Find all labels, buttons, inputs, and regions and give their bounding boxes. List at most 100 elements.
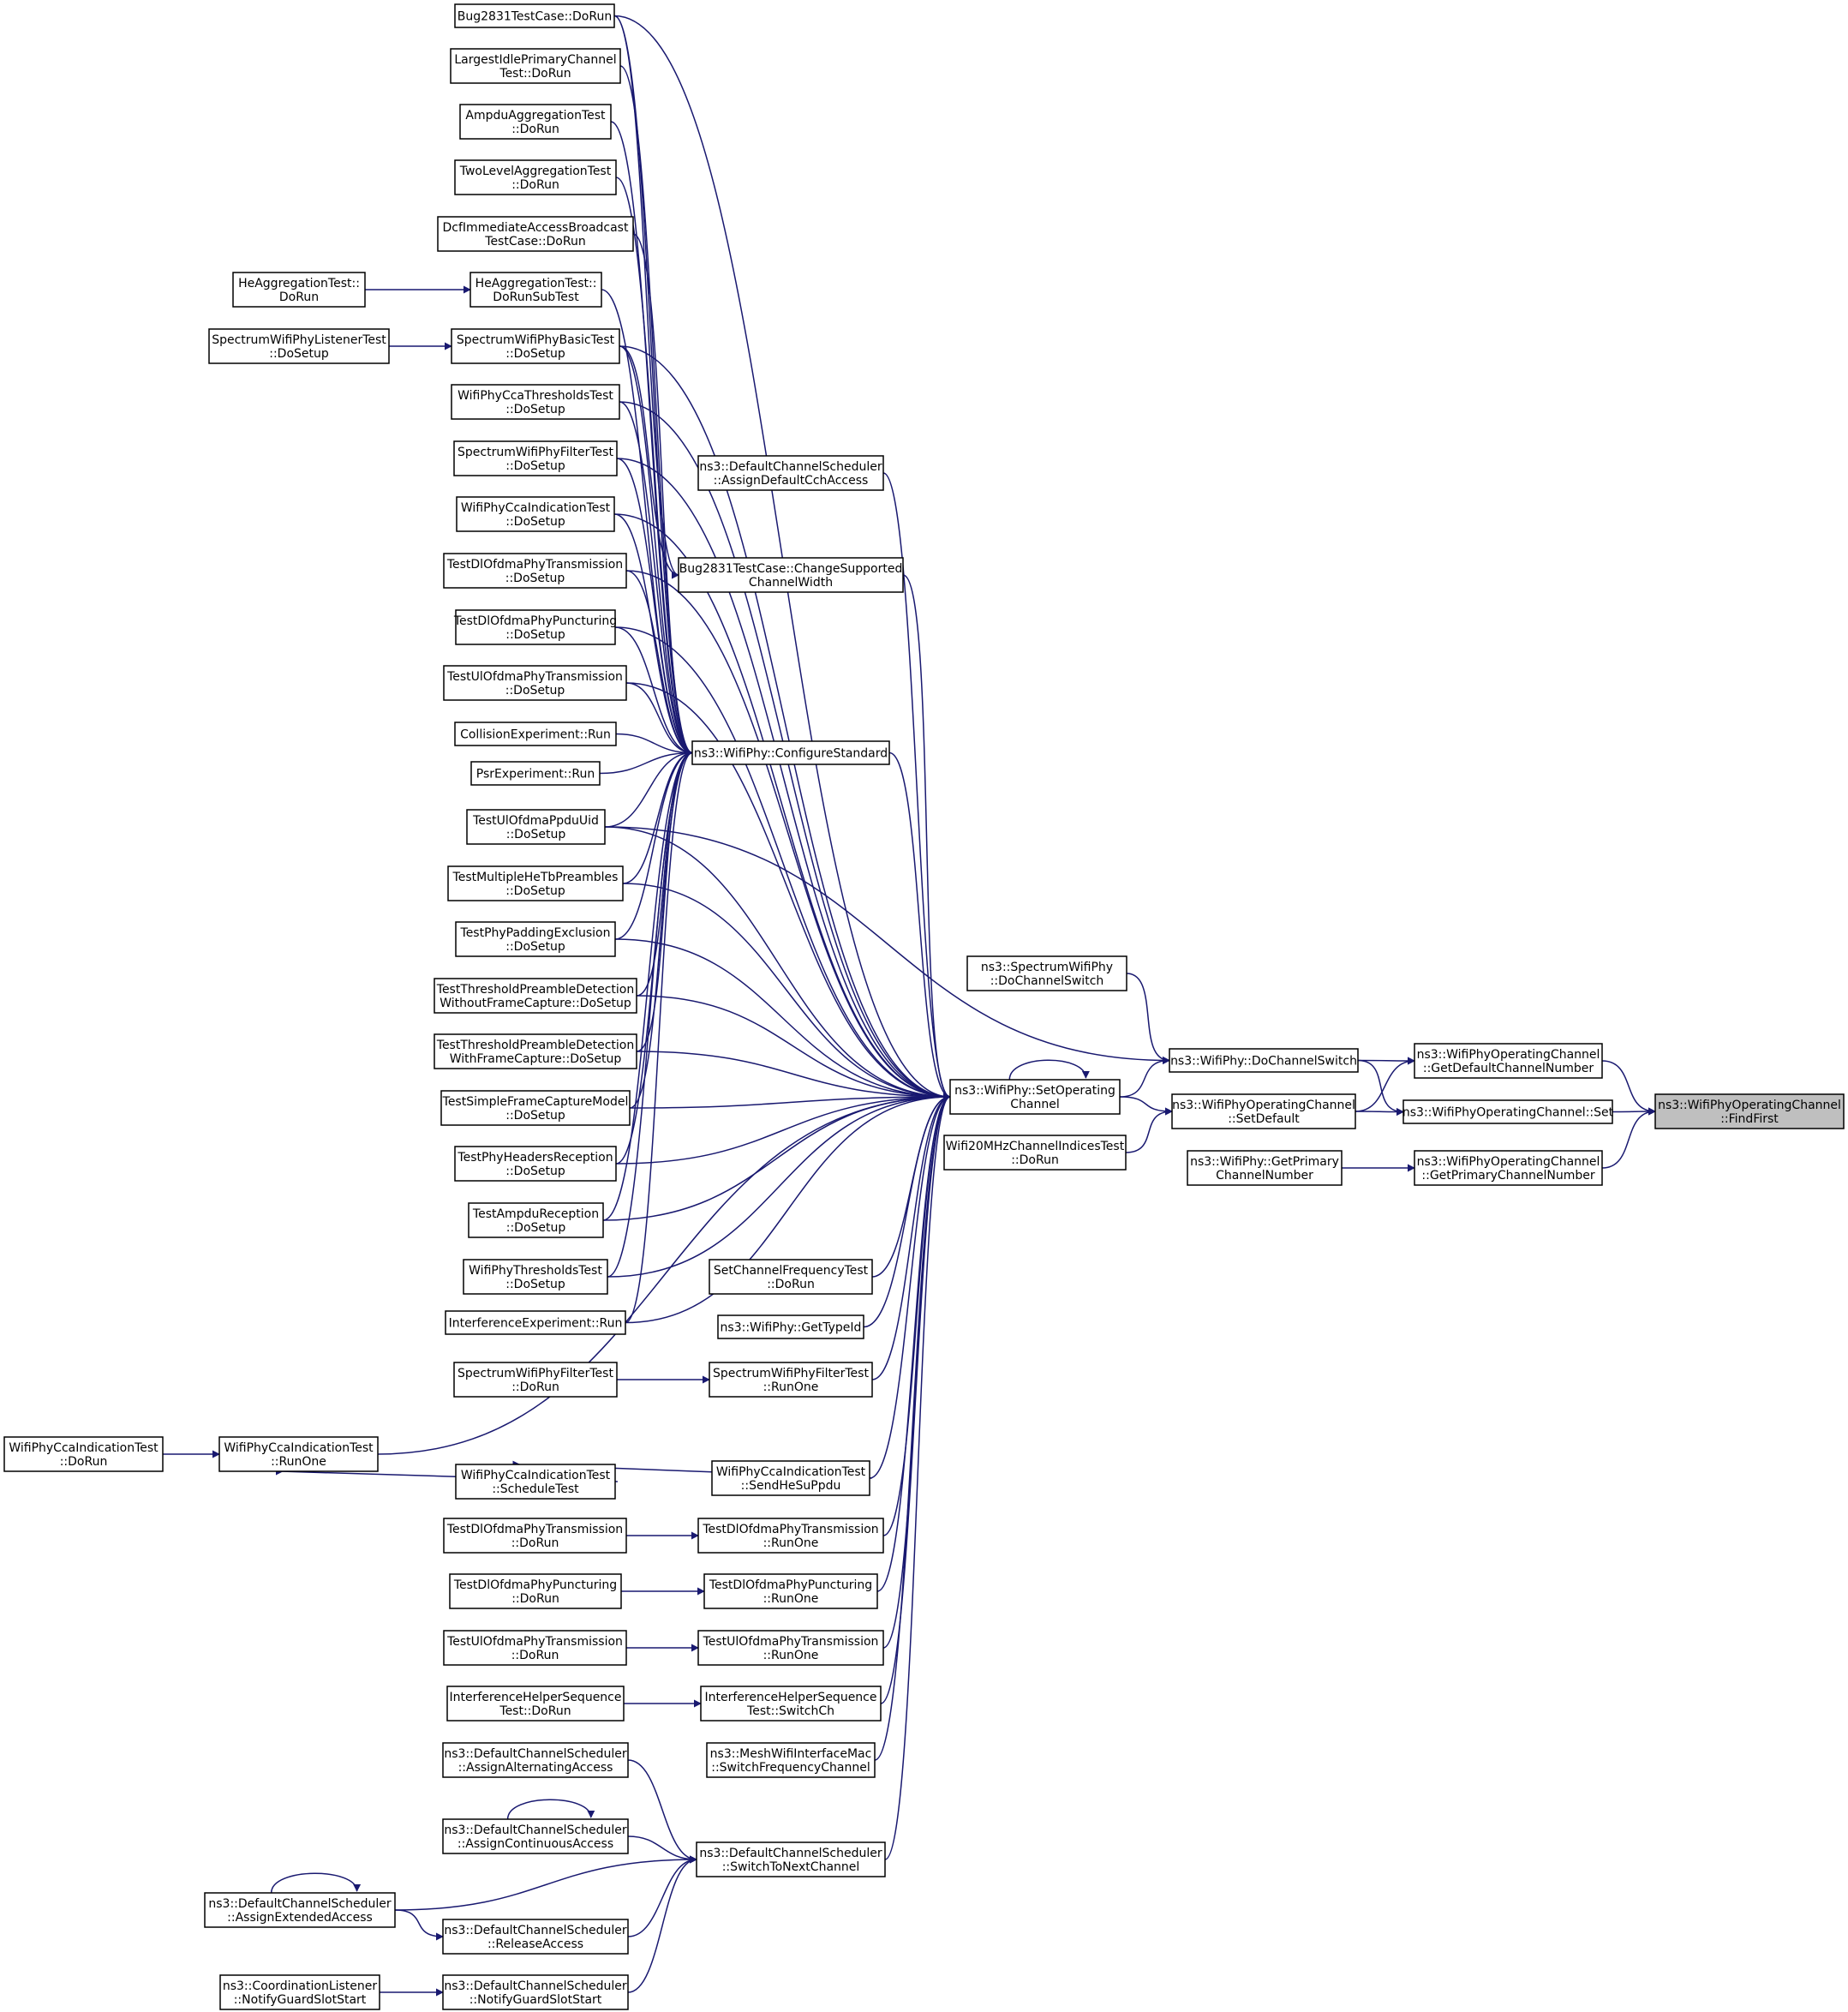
- node-n29[interactable]: WifiPhyCcaIndicationTest::DoRun: [3, 1436, 164, 1472]
- node-n5[interactable]: DcfImmediateAccessBroadcastTestCase::DoR…: [437, 216, 634, 252]
- node-n46[interactable]: ns3::WifiPhy::GetTypeId: [717, 1314, 864, 1339]
- node-n16[interactable]: CollisionExperiment::Run: [454, 722, 617, 746]
- node-n25[interactable]: TestAmpduReception::DoSetup: [468, 1202, 604, 1238]
- node-n57[interactable]: Wifi20MHzChannelIndicesTest::DoRun: [943, 1135, 1127, 1171]
- node-n6[interactable]: HeAggregationTest::DoRunSubTest: [469, 272, 602, 308]
- node-label-line1: ns3::DefaultChannelScheduler: [208, 1897, 391, 1911]
- node-n39[interactable]: ns3::DefaultChannelScheduler::ReleaseAcc…: [442, 1919, 629, 1955]
- node-n62[interactable]: ns3::WifiPhyOperatingChannel::Set: [1402, 1099, 1614, 1124]
- node-n37[interactable]: ns3::DefaultChannelScheduler::AssignCont…: [442, 1818, 629, 1854]
- node-n48[interactable]: WifiPhyCcaIndicationTest::SendHeSuPpdu: [711, 1460, 870, 1496]
- node-n23[interactable]: TestSimpleFrameCaptureModel::DoSetup: [440, 1090, 631, 1126]
- edge-n23-n44: [629, 749, 693, 1109]
- node-n7[interactable]: HeAggregationTest::DoRun: [232, 272, 366, 308]
- node-n12[interactable]: WifiPhyCcaIndicationTest::DoSetup: [456, 496, 615, 532]
- node-n41[interactable]: ns3::DefaultChannelScheduler::NotifyGuar…: [442, 1974, 629, 2010]
- node-n11[interactable]: SpectrumWifiPhyFilterTest::DoSetup: [453, 440, 618, 476]
- node-n42[interactable]: ns3::DefaultChannelScheduler::AssignDefa…: [697, 455, 884, 491]
- node-n10[interactable]: WifiPhyCcaThresholdsTest::DoSetup: [451, 384, 620, 420]
- edge-n8-n43: [619, 345, 679, 579]
- node-n17[interactable]: PsrExperiment::Run: [470, 761, 601, 786]
- edge-n61-n64: [1601, 1060, 1656, 1116]
- edge-n1-n44: [613, 15, 693, 757]
- node-label-line2: Test::SwitchCh: [746, 1704, 834, 1718]
- node-n58[interactable]: ns3::WifiPhy::DoChannelSwitch: [1169, 1048, 1359, 1073]
- node-n20[interactable]: TestPhyPaddingExclusion::DoSetup: [455, 921, 616, 957]
- edge-n23-n56: [629, 1093, 951, 1109]
- node-box: [697, 455, 884, 491]
- node-label-line1: TestPhyHeadersReception: [457, 1151, 613, 1165]
- node-box: [451, 384, 620, 420]
- node-n4[interactable]: TwoLevelAggregationTest::DoRun: [454, 159, 617, 195]
- node-n49[interactable]: TestDlOfdmaPhyTransmission::RunOne: [697, 1518, 884, 1554]
- node-n50[interactable]: TestDlOfdmaPhyPuncturing::RunOne: [703, 1573, 878, 1609]
- node-n36[interactable]: ns3::DefaultChannelScheduler::AssignAlte…: [442, 1742, 629, 1778]
- node-n34[interactable]: TestUlOfdmaPhyTransmission::DoRun: [443, 1630, 627, 1666]
- node-n47[interactable]: SpectrumWifiPhyFilterTest::RunOne: [709, 1362, 873, 1398]
- node-label: Bug2831TestCase::DoRun: [458, 10, 612, 24]
- node-n33[interactable]: TestDlOfdmaPhyPuncturing::DoRun: [449, 1573, 622, 1609]
- node-n27[interactable]: InterferenceExperiment::Run: [445, 1310, 626, 1335]
- node-n63[interactable]: ns3::WifiPhyOperatingChannel::GetPrimary…: [1414, 1150, 1603, 1186]
- node-label-line1: WifiPhyCcaIndicationTest: [9, 1441, 158, 1455]
- node-box: [442, 1742, 629, 1778]
- node-n22[interactable]: TestThresholdPreambleDetectionWithFrameC…: [434, 1033, 637, 1069]
- node-n21[interactable]: TestThresholdPreambleDetectionWithoutFra…: [434, 978, 637, 1014]
- edge-n37-n54: [627, 1835, 697, 1864]
- node-box: [949, 1079, 1121, 1115]
- edge-n42-n56: [882, 472, 951, 1101]
- node-n26[interactable]: WifiPhyThresholdsTest::DoSetup: [463, 1259, 608, 1295]
- node-label-line2: ::NotifyGuardSlotStart: [234, 1993, 367, 2007]
- node-n44[interactable]: ns3::WifiPhy::ConfigureStandard: [691, 740, 890, 765]
- node-n32[interactable]: TestDlOfdmaPhyTransmission::DoRun: [443, 1518, 627, 1554]
- node-n19[interactable]: TestMultipleHeTbPreambles::DoSetup: [447, 865, 624, 901]
- node-label-line1: TwoLevelAggregationTest: [459, 165, 612, 178]
- node-n24[interactable]: TestPhyHeadersReception::DoSetup: [454, 1146, 617, 1182]
- node-label-line2: ::SetDefault: [1228, 1112, 1300, 1126]
- node-box: [455, 921, 616, 957]
- edge-n1-n56: [613, 15, 951, 1101]
- node-n38[interactable]: ns3::DefaultChannelScheduler::AssignExte…: [204, 1892, 396, 1928]
- node-n60[interactable]: ns3::WifiPhy::GetPrimaryChannelNumber: [1187, 1150, 1343, 1186]
- node-box: [442, 1919, 629, 1955]
- node-n14[interactable]: TestDlOfdmaPhyPuncturing::DoSetup: [453, 609, 617, 645]
- node-n18[interactable]: TestUlOfdmaPpduUid::DoSetup: [466, 809, 606, 845]
- edge-n17-n44: [599, 749, 693, 775]
- edge-n54-n56: [884, 1093, 951, 1860]
- edge-n18-n58: [604, 826, 1170, 1064]
- node-n55[interactable]: ns3::SpectrumWifiPhy::DoChannelSwitch: [966, 955, 1127, 991]
- node-n43[interactable]: Bug2831TestCase::ChangeSupportedChannelW…: [678, 557, 904, 593]
- node-label-line2: ::DoSetup: [505, 459, 565, 473]
- node-n51[interactable]: TestUlOfdmaPhyTransmission::RunOne: [697, 1630, 884, 1666]
- node-n61[interactable]: ns3::WifiPhyOperatingChannel::GetDefault…: [1414, 1043, 1603, 1079]
- node-box: [706, 1742, 876, 1778]
- node-n40[interactable]: ns3::CoordinationListener::NotifyGuardSl…: [219, 1974, 380, 2010]
- node-label-line1: SpectrumWifiPhyBasicTest: [457, 333, 615, 347]
- node-box: [943, 1135, 1127, 1171]
- node-box: [3, 1436, 164, 1472]
- node-label-line1: ns3::DefaultChannelScheduler: [444, 1747, 626, 1761]
- node-n1[interactable]: Bug2831TestCase::DoRun: [454, 3, 615, 28]
- node-label-line2: ::RunOne: [763, 1649, 819, 1662]
- node-n30[interactable]: WifiPhyCcaIndicationTest::RunOne: [218, 1436, 379, 1472]
- node-n59[interactable]: ns3::WifiPhyOperatingChannel::SetDefault: [1171, 1093, 1356, 1129]
- node-n28[interactable]: SpectrumWifiPhyFilterTest::DoRun: [453, 1362, 618, 1398]
- node-label-line1: LargestIdlePrimaryChannel: [454, 53, 616, 67]
- node-label-line2: ::DoSetup: [505, 515, 565, 529]
- node-n8[interactable]: SpectrumWifiPhyBasicTest::DoSetup: [451, 328, 620, 364]
- node-n3[interactable]: AmpduAggregationTest::DoRun: [459, 104, 612, 140]
- node-n54[interactable]: ns3::DefaultChannelScheduler::SwitchToNe…: [696, 1841, 886, 1877]
- node-n64[interactable]: ns3::WifiPhyOperatingChannel::FindFirst: [1654, 1093, 1845, 1129]
- node-n13[interactable]: TestDlOfdmaPhyTransmission::DoSetup: [443, 553, 627, 589]
- node-label-line2: ::DoSetup: [505, 1109, 565, 1123]
- node-n31[interactable]: WifiPhyCcaIndicationTest::ScheduleTest: [455, 1464, 616, 1500]
- edge-n21-n44: [636, 749, 693, 997]
- node-n15[interactable]: TestUlOfdmaPhyTransmission::DoSetup: [443, 665, 627, 701]
- node-n9[interactable]: SpectrumWifiPhyListenerTest::DoSetup: [208, 328, 390, 364]
- node-n45[interactable]: SetChannelFrequencyTest::DoRun: [709, 1259, 873, 1295]
- node-n53[interactable]: ns3::MeshWifiInterfaceMac::SwitchFrequen…: [706, 1742, 876, 1778]
